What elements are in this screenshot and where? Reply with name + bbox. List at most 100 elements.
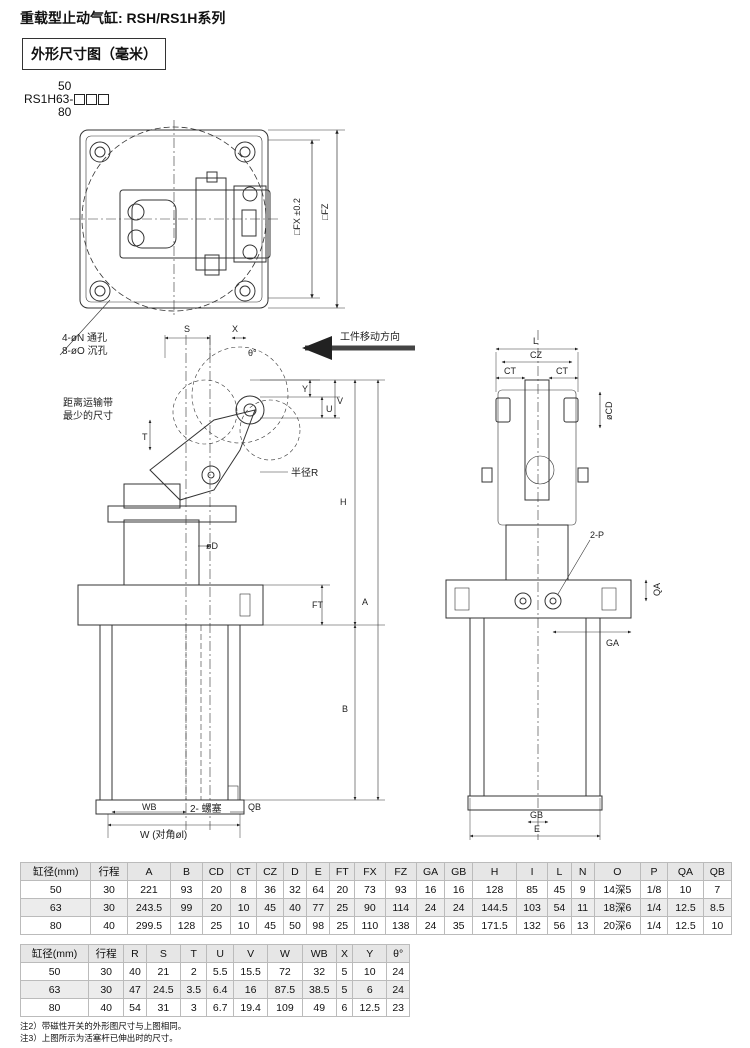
table-cell: 109: [267, 998, 303, 1017]
table-cell: 5: [335, 980, 354, 999]
table-cell: 16: [232, 980, 269, 999]
table-cell: 87.5: [267, 980, 303, 999]
table-cell: 18深6: [593, 898, 641, 917]
table-cell: 1/8: [639, 880, 669, 899]
table-cell: 10: [667, 880, 704, 899]
header-cell: FT: [329, 862, 356, 881]
header-cell: 行程: [88, 944, 125, 963]
label-ct-right: CT: [556, 366, 568, 376]
table-cell: 15.5: [232, 962, 269, 981]
table-cell: 77: [306, 898, 331, 917]
table-cell: 63: [19, 898, 92, 917]
table-cell: 98: [306, 916, 331, 935]
header-cell: QA: [667, 862, 704, 881]
table-cell: 25: [329, 916, 356, 935]
section-title: 外形尺寸图（毫米）: [22, 38, 166, 70]
label-p: 2-P: [590, 530, 604, 540]
model-stroke-top: 50: [58, 79, 72, 93]
table-cell: 31: [145, 998, 182, 1017]
table-cell: 24.5: [145, 980, 182, 999]
table-cell: 8.5: [702, 898, 733, 917]
label-radius: 半径R: [291, 466, 318, 479]
table-cell: 40: [282, 898, 308, 917]
header-cell: A: [126, 862, 172, 881]
note-2: 注2）带磁性开关的外形图尺寸与上图相同。: [20, 1021, 187, 1031]
hole: [89, 141, 111, 163]
header-cell: θ°: [386, 944, 410, 963]
table-cell: 25: [329, 898, 356, 917]
header-cell: X: [335, 944, 354, 963]
header-cell: N: [570, 862, 595, 881]
label-cd: øCD: [604, 401, 614, 420]
label-ft: FT: [312, 600, 323, 610]
table-cell: 90: [354, 898, 386, 917]
label-min-distance-2: 最少的尺寸: [63, 409, 113, 422]
table-cell: 20: [201, 880, 231, 899]
table-cell: 14深5: [593, 880, 641, 899]
table-cell: 10: [229, 898, 258, 917]
header-cell: FZ: [384, 862, 417, 881]
label-ga: GA: [606, 638, 619, 648]
label-gb: GB: [530, 810, 543, 820]
table-cell: 1/4: [639, 898, 669, 917]
table-cell: 6.4: [206, 980, 234, 999]
header-cell: CT: [229, 862, 258, 881]
table-cell: 3.5: [180, 980, 208, 999]
header-cell: QB: [702, 862, 733, 881]
label-v: V: [337, 396, 343, 406]
header-cell: V: [232, 944, 269, 963]
table-cell: 50: [19, 962, 90, 981]
front-view: [445, 330, 648, 840]
header-cell: GA: [415, 862, 446, 881]
table-cell: 110: [354, 916, 386, 935]
table-cell: 47: [123, 980, 147, 999]
label-a: A: [362, 597, 368, 607]
header-cell: FX: [354, 862, 386, 881]
table-cell: 54: [123, 998, 147, 1017]
header-cell: Y: [352, 944, 388, 963]
hole: [234, 141, 256, 163]
table-cell: 20深6: [593, 916, 641, 935]
table-cell: 221: [126, 880, 172, 899]
label-plug: 2- 螺塞: [190, 802, 222, 815]
label-l: L: [533, 336, 538, 346]
table-cell: 23: [386, 998, 410, 1017]
table-cell: 8: [229, 880, 258, 899]
label-qb: QB: [248, 802, 261, 812]
label-fz: □FZ: [320, 203, 330, 220]
table-cell: 36: [256, 880, 284, 899]
table-cell: 24: [386, 962, 410, 981]
table-cell: 6: [352, 980, 388, 999]
table-cell: 16: [444, 880, 474, 899]
table-cell: 132: [515, 916, 549, 935]
header-cell: L: [547, 862, 572, 881]
table-cell: 138: [384, 916, 417, 935]
table-cell: 16: [415, 880, 446, 899]
table-cell: 2: [180, 962, 208, 981]
table-cell: 24: [386, 980, 410, 999]
model-stroke-bottom: 80: [58, 105, 72, 119]
label-workpiece-direction: 工件移动方向: [340, 330, 400, 343]
table-cell: 25: [201, 916, 231, 935]
table-cell: 1/4: [639, 916, 669, 935]
table-cell: 85: [515, 880, 549, 899]
table-cell: 114: [384, 898, 417, 917]
code-box: [86, 94, 98, 105]
table-cell: 11: [570, 898, 595, 917]
label-w: W (对角øl): [140, 828, 187, 841]
table-cell: 32: [282, 880, 308, 899]
label-y: Y: [302, 384, 308, 394]
notes: 注2）带磁性开关的外形图尺寸与上图相同。 注3）上图所示为活塞杆已伸出时的尺寸。: [20, 1020, 186, 1044]
table-cell: 30: [90, 898, 128, 917]
table-cell: 299.5: [126, 916, 172, 935]
table-cell: 54: [547, 898, 572, 917]
table-cell: 45: [256, 916, 284, 935]
table-cell: 63: [19, 980, 90, 999]
note-3: 注3）上图所示为活塞杆已伸出时的尺寸。: [20, 1033, 178, 1043]
label-cz: CZ: [530, 350, 542, 360]
